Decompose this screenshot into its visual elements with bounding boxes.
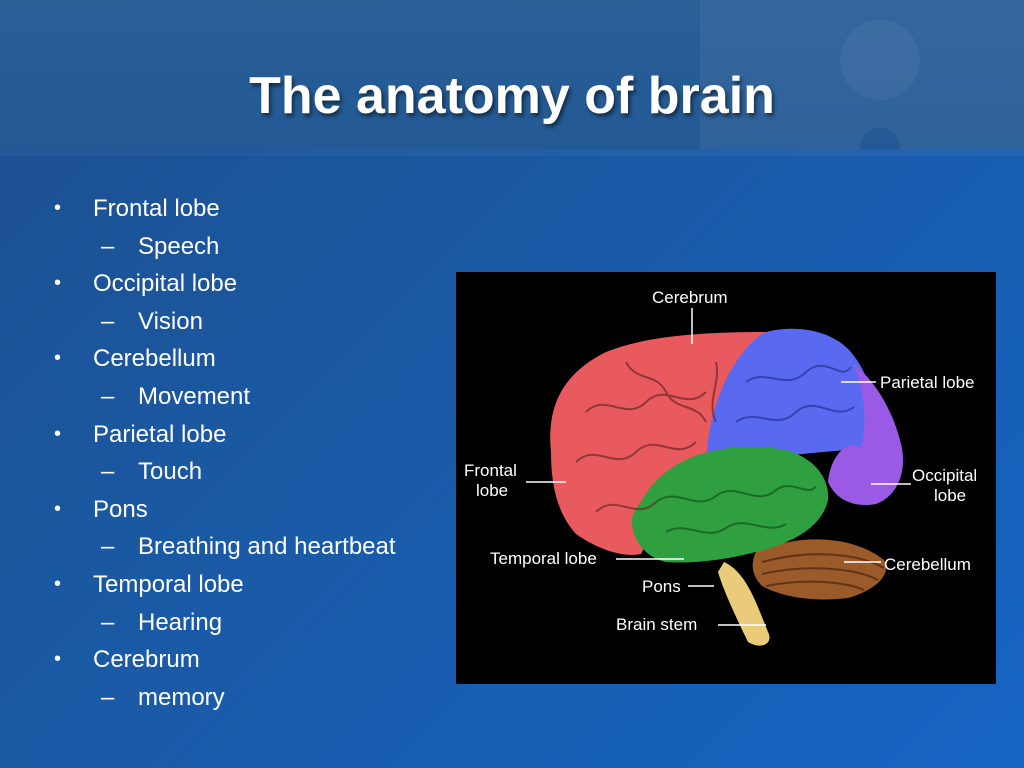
bullet-text: Temporal lobe bbox=[93, 570, 244, 598]
cerebellum-folds bbox=[761, 553, 885, 591]
bullet-text: Cerebellum bbox=[93, 345, 216, 373]
bullet-text: Occipital lobe bbox=[93, 270, 238, 298]
bullet-marker: • bbox=[54, 422, 62, 445]
puzzle-decoration bbox=[0, 0, 1024, 156]
bullet-text: Breathing and heartbeat bbox=[138, 533, 396, 561]
bullet-text: Hearing bbox=[138, 608, 223, 636]
label-frontal-2: lobe bbox=[476, 481, 508, 500]
dash-marker: – bbox=[101, 458, 115, 486]
leader-lines bbox=[526, 308, 911, 626]
frontal-gyri bbox=[575, 361, 718, 513]
label-temporal-lobe: Temporal lobe bbox=[490, 549, 597, 568]
label-cerebellum: Cerebellum bbox=[884, 555, 971, 574]
bullet-text: Speech bbox=[138, 232, 220, 260]
bullet-item: • Cerebrum bbox=[52, 641, 452, 679]
label-occipital-1: Occipital bbox=[912, 466, 977, 485]
dash-marker: – bbox=[101, 382, 115, 410]
bullet-marker: • bbox=[54, 648, 62, 671]
dash-marker: – bbox=[101, 307, 115, 335]
title-band bbox=[0, 0, 1024, 150]
sub-bullet-item: –Hearing bbox=[52, 604, 452, 642]
label-pons: Pons bbox=[642, 577, 681, 596]
label-cerebrum: Cerebrum bbox=[652, 288, 728, 307]
bullet-text: Pons bbox=[93, 495, 148, 523]
bullet-text: Vision bbox=[138, 307, 203, 335]
bullet-marker: • bbox=[54, 347, 62, 370]
bullet-item: • Frontal lobe bbox=[52, 190, 452, 228]
slide-title: The anatomy of brain bbox=[249, 67, 775, 125]
bullet-text: memory bbox=[138, 683, 225, 711]
occipital-lobe-region bbox=[828, 364, 903, 506]
bullet-text: Frontal lobe bbox=[93, 195, 220, 222]
temporal-lobe-region bbox=[632, 446, 829, 563]
dash-marker: – bbox=[101, 608, 115, 636]
bullet-text: Movement bbox=[138, 382, 251, 410]
dash-marker: – bbox=[101, 533, 115, 561]
bullet-marker: • bbox=[54, 197, 62, 219]
bullet-marker: • bbox=[54, 497, 62, 520]
cerebellum-region bbox=[752, 539, 887, 600]
bullet-text: Parietal lobe bbox=[93, 420, 227, 448]
sub-bullet-item: –Speech bbox=[52, 228, 452, 266]
bullet-marker: • bbox=[54, 272, 62, 295]
temporal-gyri bbox=[655, 485, 817, 534]
bullet-item: • Occipital lobe bbox=[52, 265, 452, 303]
parietal-lobe-region bbox=[706, 328, 871, 472]
bullet-list: •Frontal lobe–Speech•Occipital lobe–Visi… bbox=[52, 190, 452, 716]
dash-marker: – bbox=[101, 683, 115, 711]
label-brain-stem: Brain stem bbox=[616, 615, 697, 634]
bullet-text: Touch bbox=[138, 458, 203, 486]
label-parietal-lobe: Parietal lobe bbox=[880, 373, 975, 392]
bullet-item: • Temporal lobe bbox=[52, 566, 452, 604]
sub-bullet-item: –Touch bbox=[52, 453, 452, 491]
sub-bullet-item: –Movement bbox=[52, 378, 452, 416]
brain-diagram: Cerebrum Parietal lobe Frontal lobe Occi… bbox=[456, 272, 996, 684]
bullet-item: • Cerebellum bbox=[52, 340, 452, 378]
sub-bullet-item: –memory bbox=[52, 679, 452, 717]
sub-bullet-item: –Vision bbox=[52, 303, 452, 341]
sub-bullet-item: –Breathing and heartbeat bbox=[52, 528, 452, 566]
dash-marker: – bbox=[101, 232, 115, 260]
bullet-item: • Pons bbox=[52, 491, 452, 529]
label-frontal-1: Frontal bbox=[464, 461, 517, 480]
label-occipital-2: lobe bbox=[934, 486, 966, 505]
bullet-marker: • bbox=[54, 572, 62, 595]
bullet-text: Cerebrum bbox=[93, 646, 200, 674]
parietal-gyri bbox=[735, 364, 855, 423]
bullet-item: • Parietal lobe bbox=[52, 416, 452, 454]
